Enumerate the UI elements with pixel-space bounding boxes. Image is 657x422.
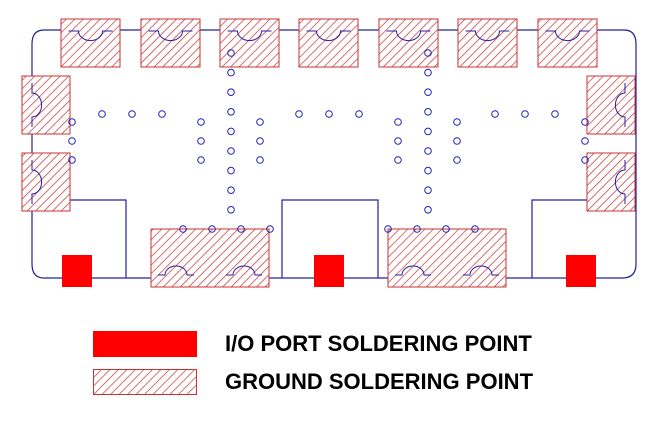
pad-notch (148, 30, 193, 42)
pad-notch (68, 30, 113, 42)
io-port-pads (62, 255, 596, 287)
pad-notch (306, 30, 351, 42)
ground-pad (150, 228, 270, 288)
via (227, 108, 235, 116)
via (256, 137, 264, 145)
via (68, 137, 76, 145)
via (394, 118, 402, 126)
via (394, 137, 402, 145)
ground-pad (586, 75, 636, 135)
via (424, 186, 432, 194)
via (227, 68, 235, 77)
via (68, 118, 76, 126)
via (98, 110, 106, 118)
via (355, 110, 363, 118)
ground-pads (21, 18, 636, 288)
io-port-pad (314, 255, 344, 287)
via (128, 110, 136, 118)
io-port-legend-label: I/O PORT SOLDERING POINT (225, 331, 532, 356)
pad-notch (386, 30, 431, 42)
via (325, 110, 333, 118)
via (424, 206, 432, 214)
via (179, 225, 187, 233)
io-port-pad (62, 255, 92, 287)
via (227, 147, 235, 155)
via (197, 137, 205, 145)
via (256, 118, 264, 126)
pad-notch (158, 265, 194, 276)
via (551, 110, 559, 118)
ground-pad (387, 228, 507, 288)
ground-pad (457, 18, 518, 68)
pad-notch (463, 265, 499, 276)
via (197, 156, 205, 164)
via (227, 127, 235, 136)
via (227, 206, 235, 214)
ground-pad (21, 75, 71, 135)
ground-pad (21, 152, 71, 212)
io-port-swatch (93, 331, 197, 357)
via (491, 110, 499, 118)
io-port-pad (566, 255, 596, 287)
via (208, 225, 216, 233)
vias (68, 49, 589, 233)
via (471, 225, 479, 233)
via (581, 156, 589, 164)
board-edge (31, 29, 637, 279)
pad-notch (31, 160, 43, 204)
via (424, 127, 432, 136)
via (227, 186, 235, 194)
via (394, 156, 402, 164)
via (453, 156, 461, 164)
via (68, 156, 76, 164)
ground-pad (140, 18, 201, 68)
via (227, 49, 235, 57)
pad-notch (226, 265, 262, 276)
ground-pad (586, 152, 636, 212)
via (453, 118, 461, 126)
ground-pad (219, 18, 280, 68)
ground-swatch (93, 369, 197, 395)
via (295, 110, 303, 118)
pad-notch (614, 160, 626, 204)
pad-notch (545, 30, 590, 42)
via (581, 137, 589, 145)
via (453, 137, 461, 145)
via (227, 88, 235, 96)
via (227, 166, 235, 175)
via (256, 156, 264, 164)
pad-notch (31, 83, 43, 127)
via (442, 225, 450, 233)
pad-notch (614, 83, 626, 127)
via (424, 68, 432, 77)
ground-pad (378, 18, 439, 68)
via (266, 225, 274, 233)
pad-notch (465, 30, 510, 42)
pad-notch (227, 30, 272, 42)
ground-legend-label: GROUND SOLDERING POINT (225, 369, 534, 394)
via (424, 147, 432, 155)
via (424, 108, 432, 116)
compartment-center (281, 199, 379, 278)
ground-pad (298, 18, 359, 68)
via (424, 49, 432, 57)
ground-pad (60, 18, 121, 68)
via (424, 88, 432, 96)
via (413, 225, 421, 233)
via (197, 118, 205, 126)
pad-notch (395, 265, 431, 276)
via (581, 118, 589, 126)
via (384, 225, 392, 233)
via (237, 225, 245, 233)
via (521, 110, 529, 118)
via (158, 110, 166, 118)
via (424, 166, 432, 175)
ground-pad (537, 18, 598, 68)
